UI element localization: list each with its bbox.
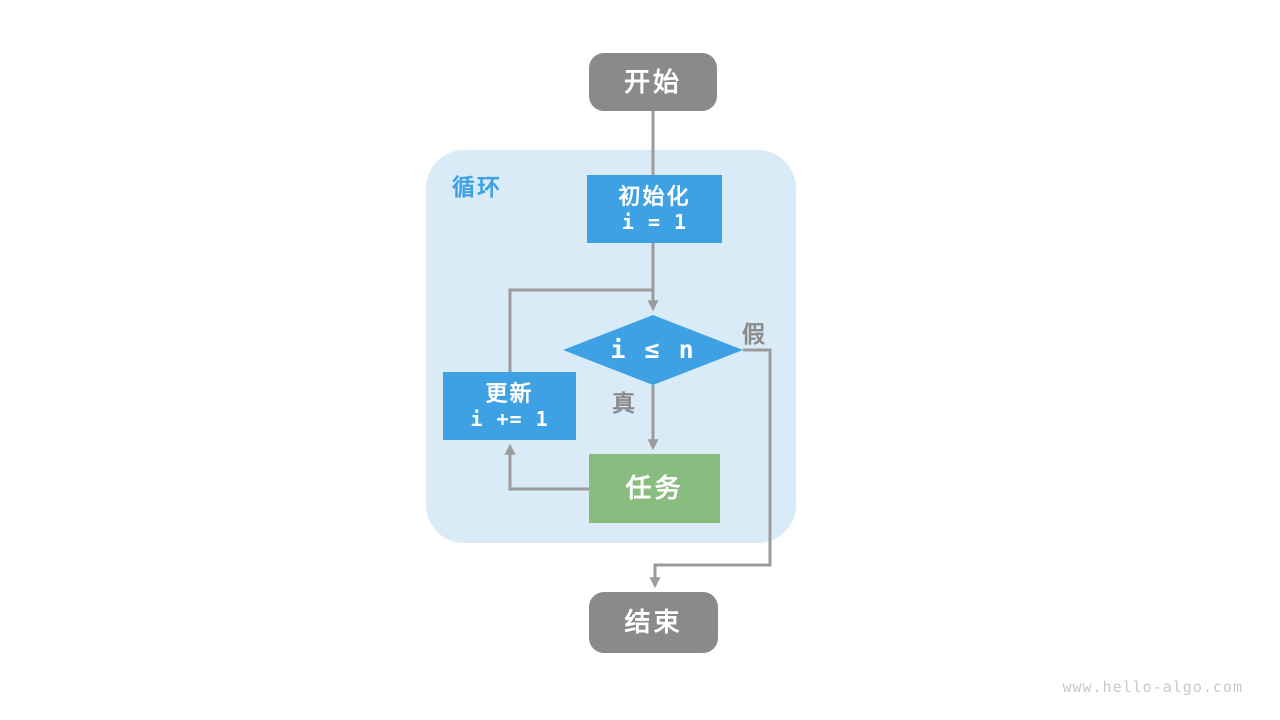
node-update: 更新 i += 1 bbox=[443, 372, 576, 440]
node-update-code: i += 1 bbox=[470, 407, 549, 432]
node-condition-label: i ≤ n bbox=[610, 335, 696, 365]
node-task-label: 任务 bbox=[625, 473, 684, 504]
watermark-url: www.hello-algo.com bbox=[1062, 678, 1243, 696]
edge-task-to-update bbox=[504, 443, 589, 491]
node-start-label: 开始 bbox=[623, 66, 682, 97]
edge-label-true: 真 bbox=[612, 390, 635, 416]
node-init-code: i = 1 bbox=[621, 210, 688, 235]
edge-label-false: 假 bbox=[742, 321, 765, 347]
edge-update-loopback bbox=[508, 288, 653, 373]
loop-container-label: 循环 bbox=[452, 174, 502, 200]
node-task: 任务 bbox=[589, 454, 720, 523]
node-update-title: 更新 bbox=[485, 380, 534, 406]
edge-condition-false-to-end bbox=[649, 348, 772, 589]
node-init-title: 初始化 bbox=[618, 183, 691, 209]
node-init: 初始化 i = 1 bbox=[587, 175, 722, 243]
node-start: 开始 bbox=[589, 53, 717, 111]
node-end: 结束 bbox=[589, 592, 718, 653]
node-end-label: 结束 bbox=[624, 607, 683, 638]
